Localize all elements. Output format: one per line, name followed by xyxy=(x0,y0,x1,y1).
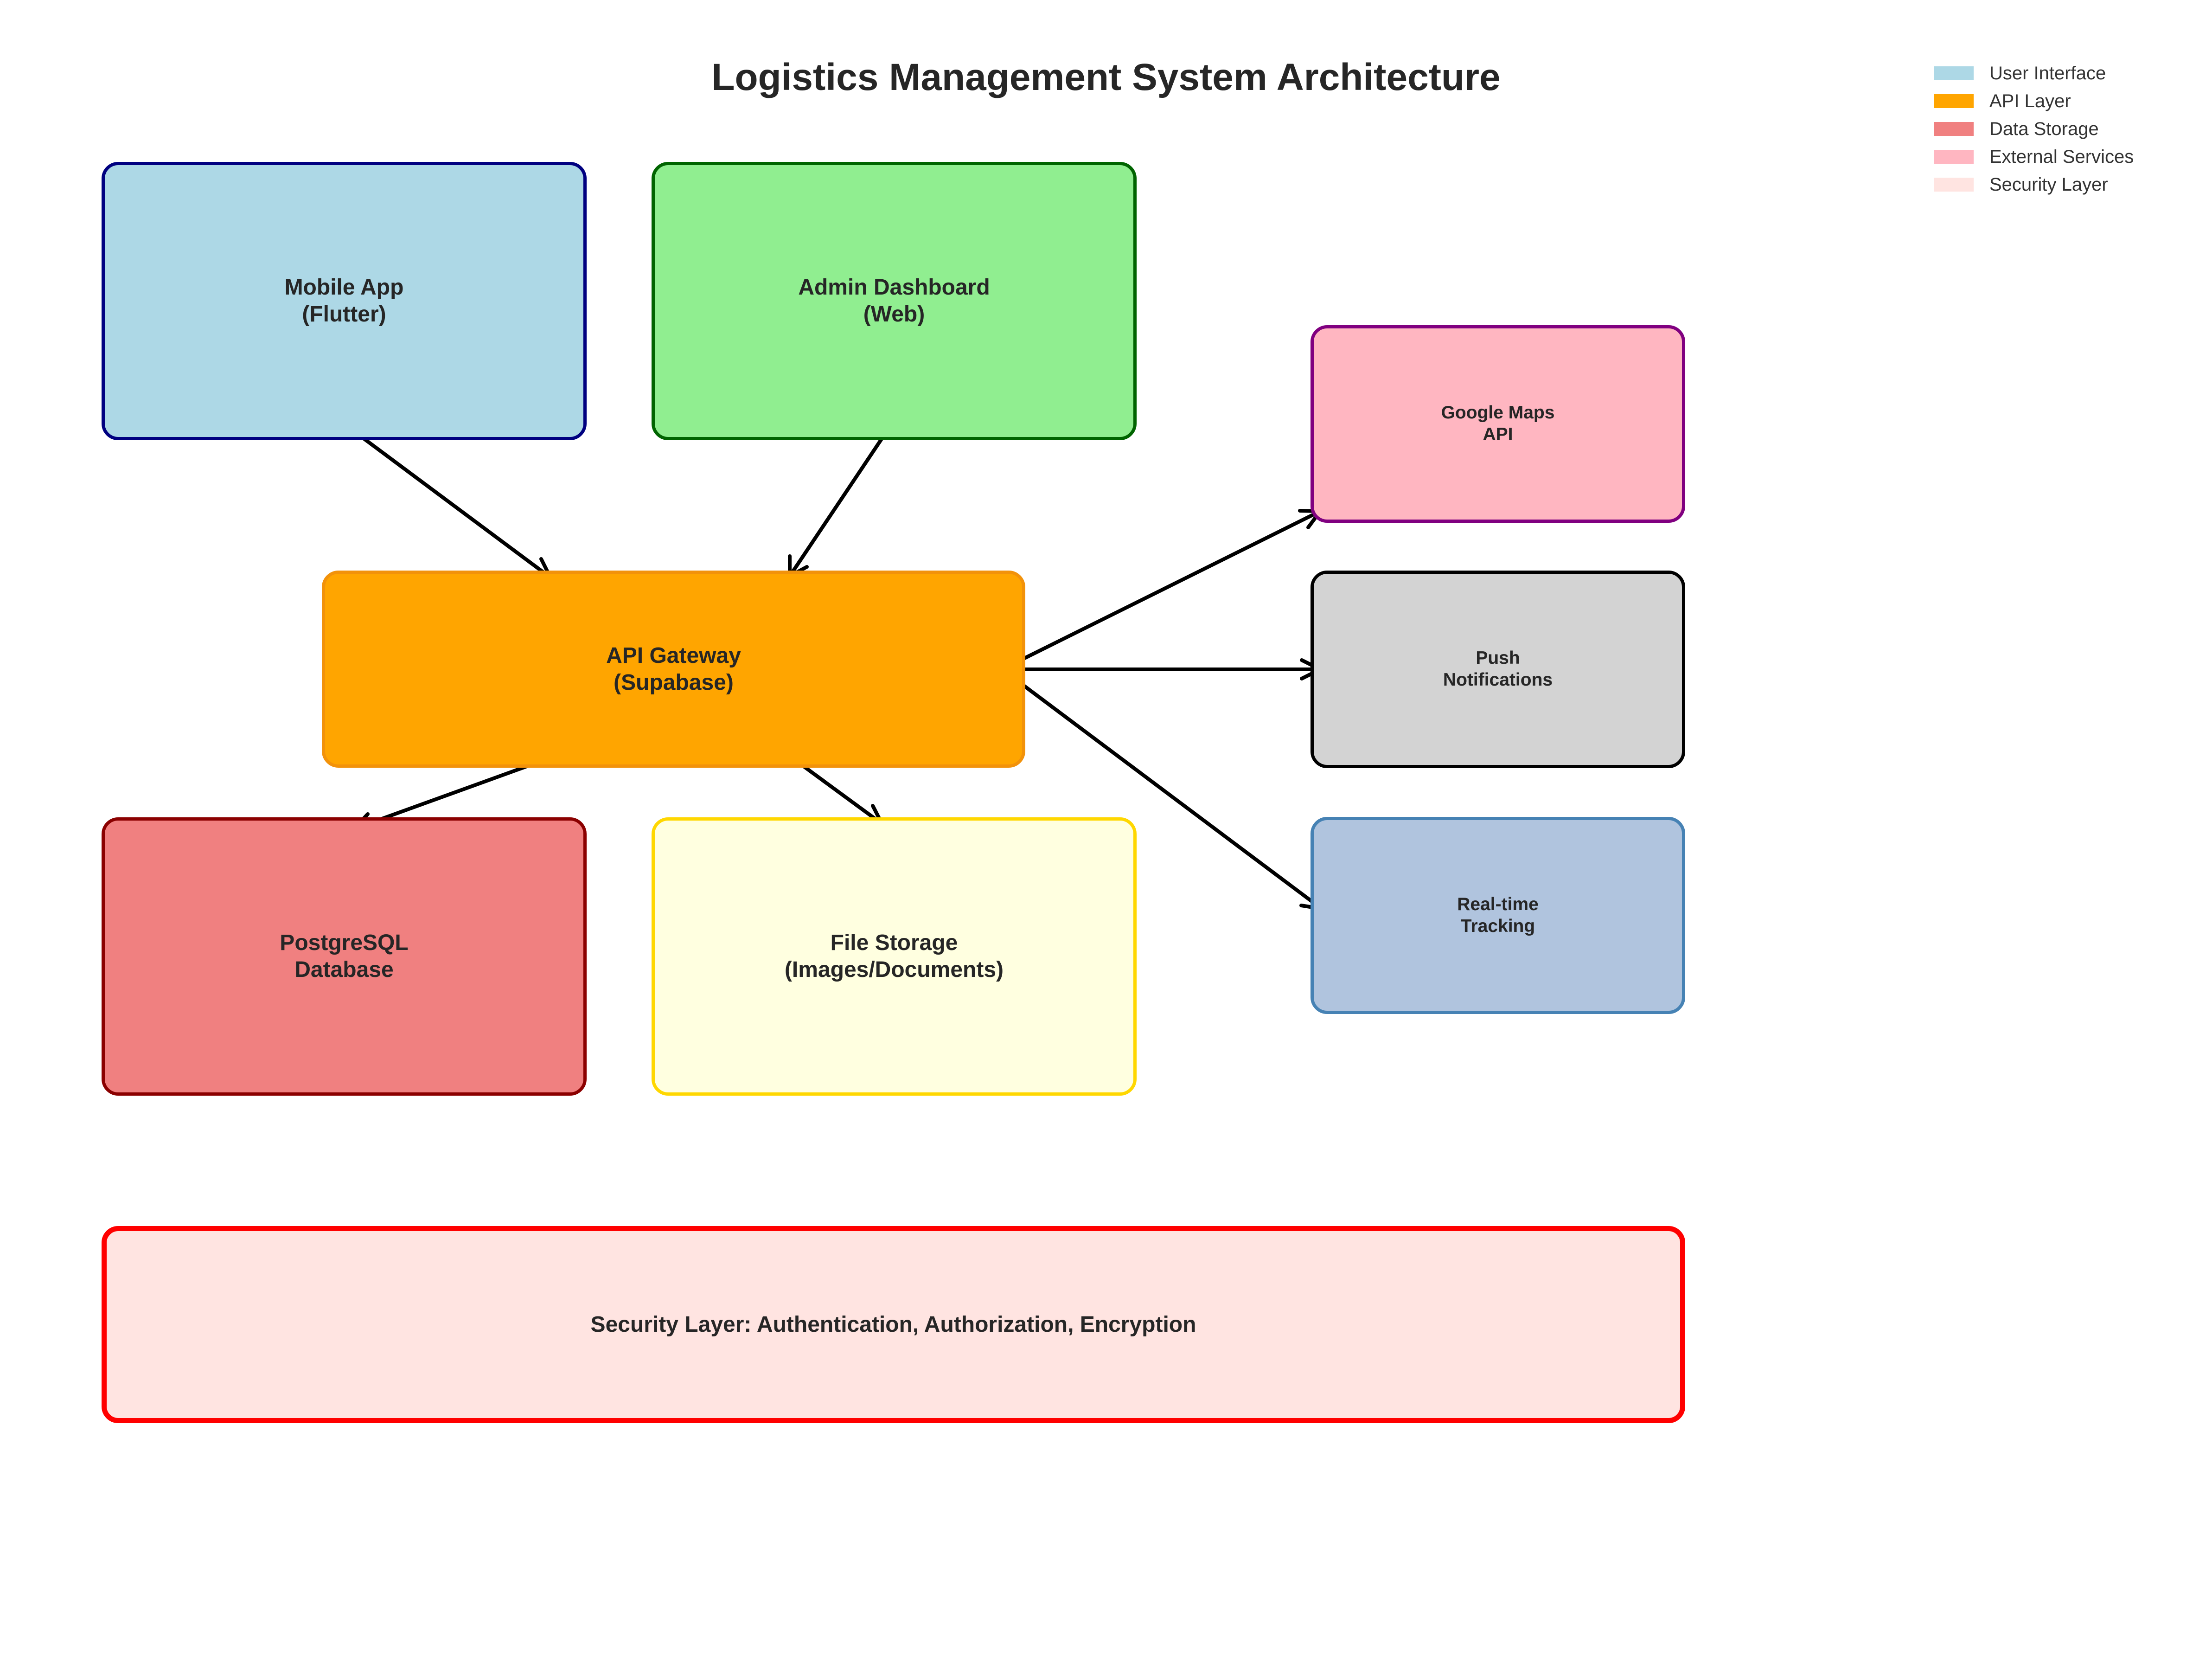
legend-item-security-layer: Security Layer xyxy=(1934,171,2134,199)
legend-item-external-services: External Services xyxy=(1934,143,2134,171)
legend-swatch xyxy=(1934,66,1974,80)
realtime-tracking-node: Real-time Tracking xyxy=(1311,817,1685,1014)
legend-label: Security Layer xyxy=(1989,174,2108,195)
edge-gateway-to-realtime xyxy=(1008,673,1323,911)
legend-item-user-interface: User Interface xyxy=(1934,59,2134,87)
legend-item-data-storage: Data Storage xyxy=(1934,115,2134,143)
diagram-title: Logistics Management System Architecture xyxy=(711,56,1501,98)
legend-label: API Layer xyxy=(1989,90,2071,111)
security-layer-node: Security Layer: Authentication, Authoriz… xyxy=(102,1226,1685,1423)
postgresql-node: PostgreSQL Database xyxy=(102,817,587,1096)
mobile-app-node: Mobile App (Flutter) xyxy=(102,162,587,440)
legend: User Interface API Layer Data Storage Ex… xyxy=(1934,59,2134,199)
legend-swatch xyxy=(1934,122,1974,136)
legend-swatch xyxy=(1934,150,1974,164)
edge-gateway-to-googlemaps xyxy=(1008,509,1322,668)
file-storage-node: File Storage (Images/Documents) xyxy=(652,817,1137,1096)
legend-swatch xyxy=(1934,178,1974,192)
legend-label: Data Storage xyxy=(1989,118,2099,139)
edge-gateway-to-postgresql xyxy=(352,754,557,831)
edge-mobile-to-gateway xyxy=(349,427,552,579)
legend-item-api-layer: API Layer xyxy=(1934,87,2134,115)
push-notifications-node: Push Notifications xyxy=(1311,571,1685,768)
admin-dashboard-node: Admin Dashboard (Web) xyxy=(652,162,1137,440)
legend-label: User Interface xyxy=(1989,63,2106,83)
api-gateway-node: API Gateway (Supabase) xyxy=(322,571,1025,768)
google-maps-api-node: Google Maps API xyxy=(1311,325,1685,523)
edge-admin-to-gateway xyxy=(788,430,889,578)
legend-swatch xyxy=(1934,94,1974,108)
legend-label: External Services xyxy=(1989,146,2134,167)
